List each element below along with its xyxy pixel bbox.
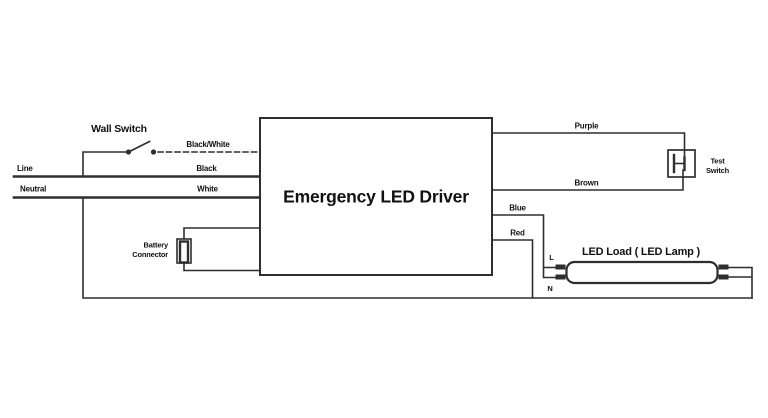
- black-white-wire-label: Black/White: [186, 140, 230, 149]
- brown-wire: [491, 169, 684, 191]
- test-switch-label-line2: Switch: [706, 166, 730, 175]
- emergency-driver-box: [259, 117, 493, 276]
- labels-group: Wall Switch Black/White Line Black Neutr…: [17, 122, 730, 294]
- wall-switch-contact-right: [150, 149, 157, 155]
- wall-switch-blade: [127, 140, 151, 154]
- lamp-return-wire: [727, 266, 753, 299]
- wall-switch-feed-wire: [82, 151, 127, 178]
- black-wire-label: Black: [196, 164, 217, 173]
- led-load-label: LED Load ( LED Lamp ): [582, 246, 701, 258]
- lamp-pin-left-top: [555, 264, 566, 270]
- neutral-return-wire: [82, 197, 753, 299]
- battery-connector-symbol: [176, 238, 192, 264]
- battery-connector-inner: [178, 240, 190, 264]
- test-switch-label-line1: Test: [710, 157, 725, 166]
- brown-wire-label: Brown: [575, 179, 599, 188]
- lamp-pin-right-top: [718, 264, 729, 270]
- neutral-label: Neutral: [20, 185, 46, 194]
- blue-wire: [491, 214, 558, 279]
- led-lamp-symbol: [555, 260, 729, 285]
- battery-connector-label-line1: Battery: [144, 241, 169, 250]
- purple-wire: [491, 132, 686, 159]
- lamp-pin-right-bottom: [718, 274, 729, 280]
- lamp-pin-left-bottom: [555, 274, 566, 280]
- test-switch-symbol: [672, 153, 686, 174]
- battery-loop-bottom-wire: [183, 262, 261, 272]
- lamp-terminal-l-label: L: [549, 253, 554, 262]
- wires-group: [12, 117, 753, 299]
- battery-connector-label-line2: Connector: [132, 250, 168, 259]
- driver-box-title: Emergency LED Driver: [283, 187, 469, 207]
- red-wire: [491, 239, 534, 299]
- battery-loop-top-wire: [183, 227, 261, 241]
- line-label: Line: [17, 164, 33, 173]
- red-wire-label: Red: [510, 229, 525, 238]
- wall-switch-contact-left: [125, 149, 132, 155]
- led-lamp-tube: [565, 260, 719, 285]
- blue-wire-label: Blue: [509, 204, 526, 213]
- wall-switch-label: Wall Switch: [91, 123, 147, 135]
- white-wire-label: White: [197, 185, 219, 194]
- lamp-terminal-n-label: N: [547, 284, 552, 293]
- purple-wire-label: Purple: [575, 122, 599, 131]
